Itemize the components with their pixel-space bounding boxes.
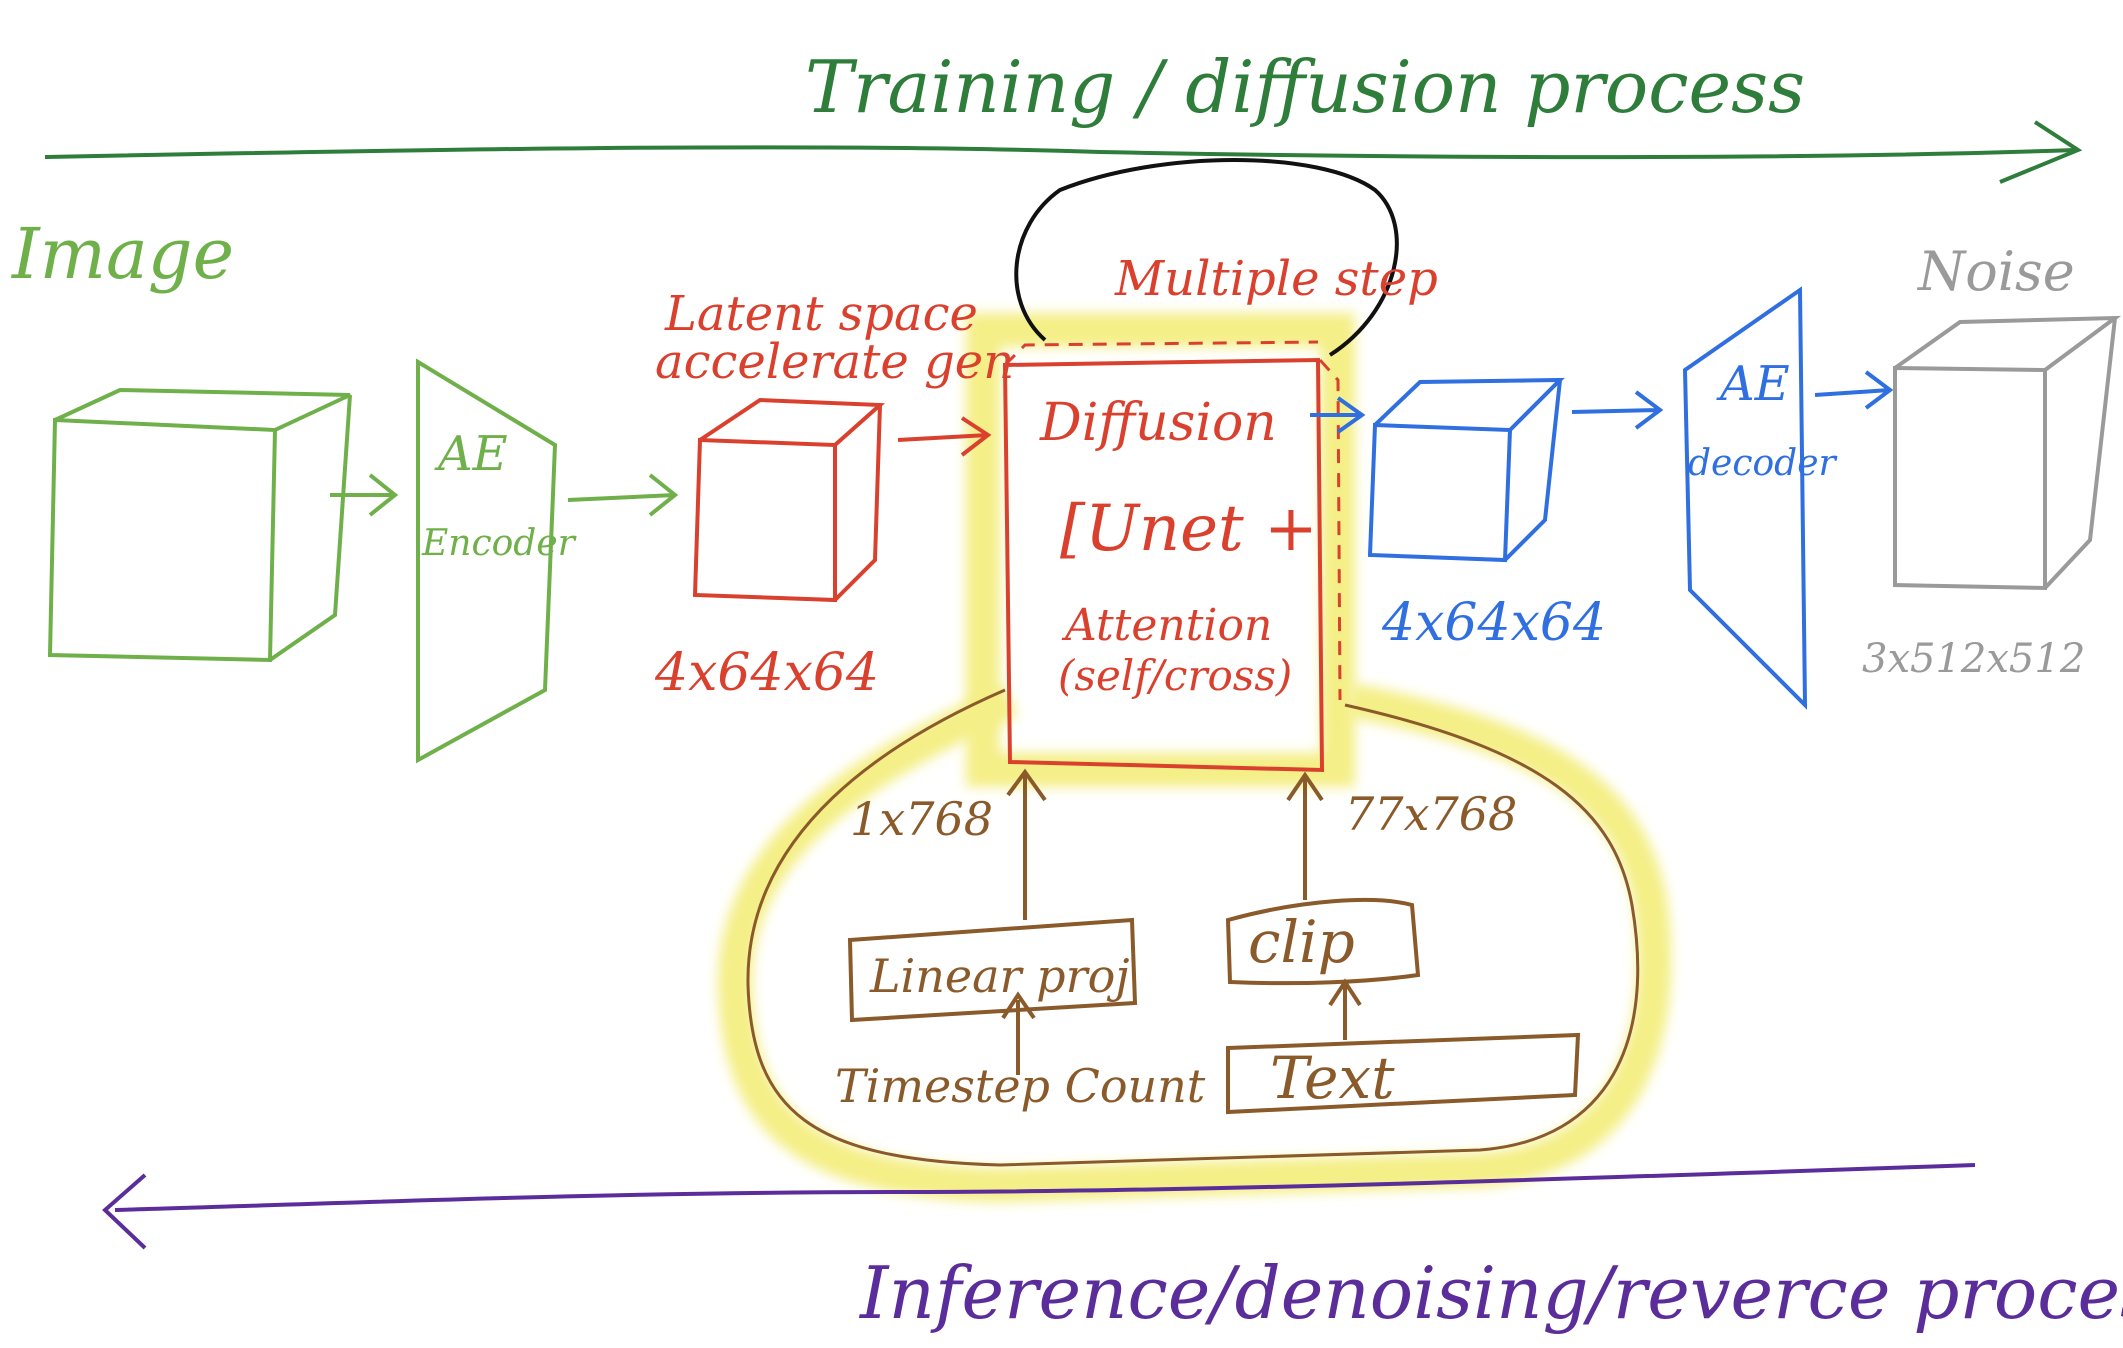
output-to-decoder-arrow xyxy=(1571,390,1664,430)
text-embed-dims-label: 77x768 xyxy=(1345,787,1517,841)
conditioning-highlight xyxy=(717,313,1672,1203)
conditioning-loop-highlight xyxy=(717,683,1672,1203)
clip-box xyxy=(1225,898,1421,986)
clip-label: clip xyxy=(1248,908,1355,976)
inference-process-label: Inference/denoising/reverce process xyxy=(858,1251,2123,1335)
diffusion-label-line4: (self/cross) xyxy=(1058,651,1292,700)
image-cube-icon xyxy=(47,387,352,663)
timestep-to-linear-proj-arrow xyxy=(1001,991,1036,1075)
encoder-to-latent-arrow xyxy=(567,473,679,517)
image-to-encoder-arrow xyxy=(330,473,399,517)
text-input-box xyxy=(1226,1032,1581,1115)
ae-decoder-label-line1: AE xyxy=(1716,356,1790,412)
diffusion-to-output-arrow xyxy=(1310,396,1366,434)
latent-to-diffusion-arrow xyxy=(897,416,992,457)
noise-label: Noise xyxy=(1916,240,2075,303)
inference-process-arrow xyxy=(102,1163,1976,1250)
ae-encoder-shape xyxy=(416,358,558,764)
noise-cube-icon xyxy=(1893,315,2122,591)
diffusion-box xyxy=(1002,340,1342,773)
image-label: Image xyxy=(10,213,234,295)
conditioning-loop xyxy=(746,688,1640,1167)
text-input-label: Text xyxy=(1270,1044,1395,1112)
timestep-count-label: Timestep Count xyxy=(835,1059,1206,1113)
text-to-clip-arrow xyxy=(1328,978,1362,1040)
ae-decoder-shape xyxy=(1682,286,1808,710)
multiple-step-label: Multiple step xyxy=(1114,251,1438,307)
time-embed-dims-label: 1x768 xyxy=(850,792,993,846)
training-arrowhead-icon xyxy=(1999,120,2083,184)
diffusion-label-line1: Diffusion xyxy=(1039,393,1277,453)
output-latent-dims-label: 4x64x64 xyxy=(1381,593,1606,653)
ae-encoder-label-line1: AE xyxy=(434,426,508,482)
training-process-label: Training / diffusion process xyxy=(805,45,1805,129)
diffusion-label-line2: [Unet + xyxy=(1060,492,1318,566)
training-process-arrow xyxy=(44,120,2083,184)
latent-note-line1: Latent space xyxy=(664,286,978,342)
diffusion-label-line3: Attention xyxy=(1061,600,1272,651)
linear-proj-box xyxy=(847,917,1138,1023)
inference-arrowhead-icon xyxy=(102,1173,147,1250)
ae-decoder-label-line2: decoder xyxy=(1688,443,1838,484)
clip-to-diffusion-arrow xyxy=(1286,771,1324,900)
latent-cube-icon xyxy=(692,397,886,603)
latent-dims-label: 4x64x64 xyxy=(654,643,879,703)
linear-proj-to-diffusion-arrow xyxy=(1006,768,1047,920)
latent-note-line2: accelerate gen xyxy=(655,334,1014,390)
multiple-step-loop-arrow xyxy=(1014,158,1399,357)
decoder-to-noise-arrow xyxy=(1814,370,1894,410)
linear-proj-label: Linear proj xyxy=(869,949,1130,1003)
output-latent-cube-icon xyxy=(1367,377,1565,563)
noise-dims-label: 3x512x512 xyxy=(1862,636,2085,682)
ae-encoder-label-line2: Encoder xyxy=(421,523,577,564)
